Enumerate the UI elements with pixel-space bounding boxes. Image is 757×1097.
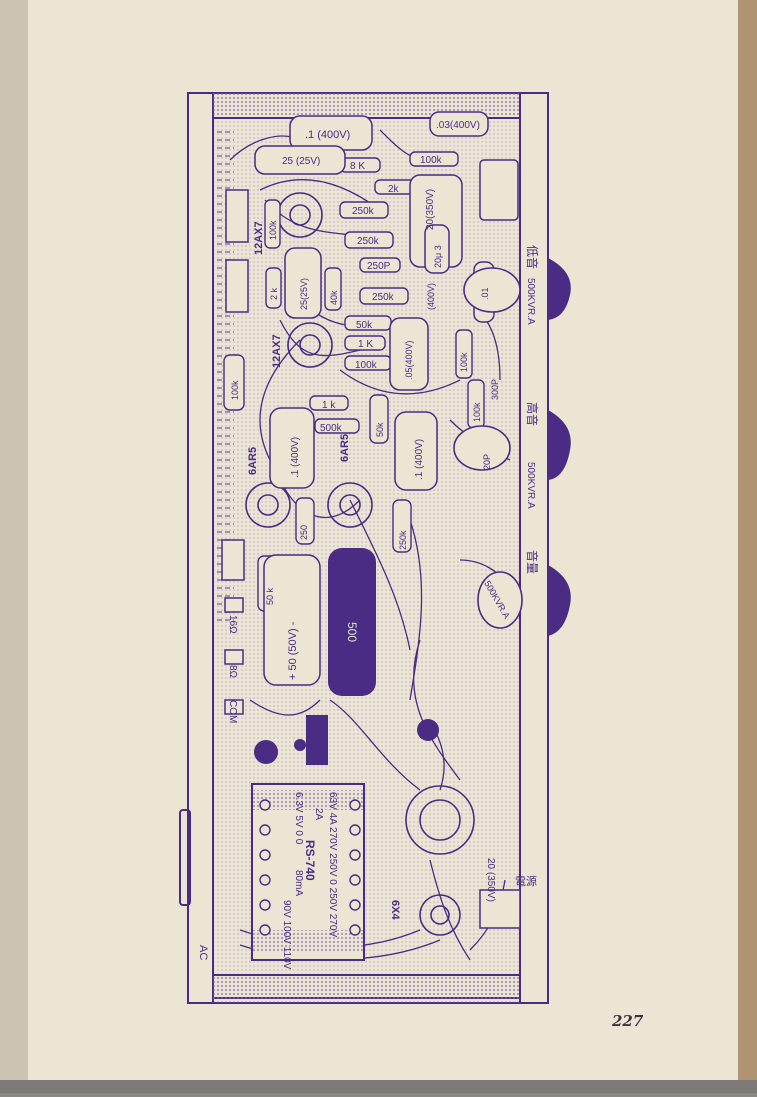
- page-number: 227: [612, 1012, 644, 1030]
- label-xfmr-row2: 2A: [313, 808, 324, 821]
- volume-knob[interactable]: [548, 565, 571, 636]
- label-xfmr-row4: 90V 100V 110V: [281, 900, 292, 970]
- tube-socket-rectifier: [419, 894, 461, 936]
- tube-socket-3: [245, 482, 291, 528]
- label-c-20p: 20P: [482, 454, 492, 470]
- bass-knob[interactable]: [548, 258, 571, 320]
- label-c-top-1: .1 (400V): [305, 129, 350, 141]
- dark-blobs: [254, 715, 439, 765]
- label-r-250k-d: 250k: [398, 530, 408, 550]
- cap-500-dark: [328, 548, 376, 696]
- label-tube-a: 12AX7: [253, 221, 265, 255]
- label-r-8k: 8 K: [350, 161, 365, 172]
- terminals-misc: [221, 159, 521, 929]
- tube-socket-4: [327, 482, 373, 528]
- label-r-250k-b: 250k: [357, 236, 380, 247]
- label-xfmr-row3: 6.3V 5V 0 0: [293, 792, 304, 845]
- label-r-1k: 1 K: [358, 339, 373, 350]
- label-xfmr-current: 80mA: [293, 870, 304, 896]
- label-treble-pot: 500KVR.A: [525, 462, 536, 509]
- label-r-100k-r: 100k: [459, 352, 469, 372]
- label-c-50-50: + 50 (50V) -: [287, 621, 299, 680]
- tube-socket-2: [287, 322, 333, 368]
- label-term-com: COM: [227, 700, 238, 723]
- label-tube-d: 6AR5: [339, 434, 351, 462]
- label-r-50k-c: 50 k: [265, 587, 275, 605]
- label-xfmr-model: RS-740: [303, 840, 317, 881]
- label-c-01: .01: [480, 287, 490, 300]
- power-transformer: [251, 783, 365, 961]
- label-r-1k-b: 1 k: [322, 400, 336, 411]
- label-bass-pot: 500KVR.A: [525, 278, 536, 325]
- label-term-16: 16Ω: [227, 615, 238, 634]
- label-c-1-400b: .1 (400V): [414, 439, 425, 480]
- label-tube-c: 6AR5: [247, 447, 259, 475]
- label-c-20-350b: 20 (350V): [485, 858, 496, 902]
- labels: .1 (400V) .03(400V) 25 (25V) 8 K 100k 2k…: [197, 120, 540, 970]
- label-c-400: (400V): [426, 283, 436, 310]
- label-c-25-2: 25(25V): [299, 278, 309, 310]
- label-c-500: 500: [345, 622, 359, 642]
- knobs: [548, 258, 571, 636]
- label-r-40k: 40k: [329, 290, 339, 305]
- label-r-50k-b: 50k: [375, 422, 385, 437]
- label-r-100k-left: 100k: [230, 380, 240, 400]
- label-r-50k-a: 50k: [356, 320, 373, 331]
- cap-50uf: [263, 554, 321, 686]
- label-r-500k: 500k: [320, 423, 343, 434]
- label-power-switch: 電源: [515, 874, 537, 888]
- label-treble: 高音: [525, 402, 540, 426]
- label-c-250p: 250P: [367, 261, 391, 272]
- label-r-250-lower: 250: [299, 525, 309, 540]
- label-c-300p: 300P: [490, 379, 500, 400]
- label-r-2k: 2k: [388, 184, 400, 195]
- label-volume: 音量: [525, 550, 540, 574]
- label-tube-b: 12AX7: [271, 334, 283, 368]
- left-page-edge: [0, 0, 30, 1093]
- label-r-100k-m: 100k: [355, 360, 378, 371]
- label-term-8: 8Ω: [227, 665, 238, 679]
- label-r-250k-a: 250k: [352, 206, 375, 217]
- label-c-20-2: 20μ 3: [433, 245, 443, 268]
- label-c-05: .05(400V): [404, 340, 414, 380]
- label-bass: 低音: [525, 245, 540, 269]
- treble-knob[interactable]: [548, 410, 571, 480]
- label-c-1-400a: .1 (400V): [290, 437, 301, 478]
- label-r-100k-top: 100k: [420, 155, 443, 166]
- filter-cap-can: [405, 785, 475, 855]
- label-c-20-350: 20(350V): [425, 189, 436, 230]
- right-page-stack: [738, 0, 757, 1093]
- label-tube-rectifier: 6X4: [389, 900, 401, 920]
- label-r-100k-l: 100k: [268, 220, 278, 240]
- label-r-250k-c: 250k: [372, 292, 395, 303]
- label-xfmr-row1: 63V 4A 270V 250V 0 250V 270V: [327, 792, 338, 937]
- label-c-top-2: .03(400V): [436, 120, 480, 131]
- potentiometers: [453, 267, 523, 629]
- label-ac: AC: [197, 945, 209, 960]
- label-r-2k-l: 2 k: [269, 287, 279, 300]
- label-r-100k-rr: 100k: [472, 402, 482, 422]
- label-c-25: 25 (25V): [282, 156, 320, 167]
